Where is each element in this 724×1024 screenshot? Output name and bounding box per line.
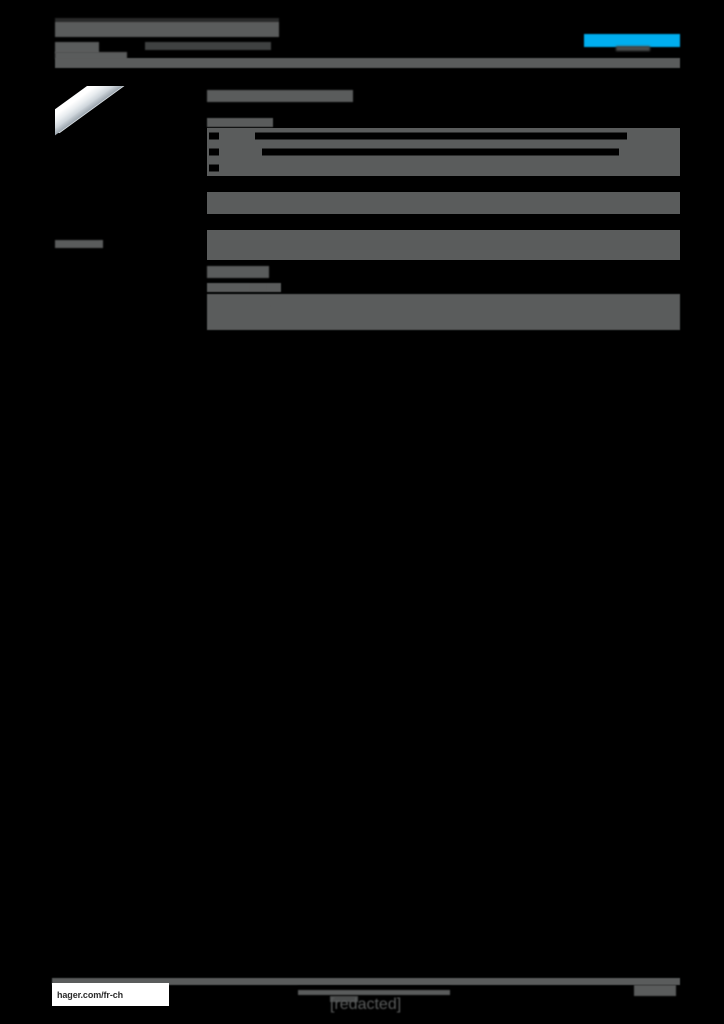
header-divider: [55, 58, 680, 68]
page-header: [redacted] [redacted] [redacted]: [55, 16, 680, 68]
footer-page-number: [redacted]: [634, 985, 676, 1000]
description-table: [redacted]: [207, 114, 680, 260]
hager-wordmark: hager: [584, 28, 680, 47]
page-footer: hager.com/fr-ch [redacted] [redacted] [r…: [48, 978, 680, 1013]
product-photo: [55, 86, 205, 212]
product-profile-body: [55, 86, 195, 134]
page-title: [redacted]: [55, 18, 279, 37]
logo-shadow: [616, 46, 650, 51]
hager-logo: hager: [584, 24, 680, 51]
characteristics-body: [redacted]: [207, 294, 680, 330]
product-photo-caption: [redacted]: [55, 240, 103, 248]
characteristics-heading: [redacted]: [207, 262, 269, 278]
table-row: [207, 230, 680, 260]
characteristics-sub-value: [redacted]: [249, 283, 267, 291]
footer-url-box[interactable]: hager.com/fr-ch: [52, 983, 169, 1006]
table-row: [207, 214, 680, 230]
footer-center-text-secondary: [redacted]: [330, 996, 402, 1013]
description-heading: [redacted]: [207, 86, 353, 102]
table-cell-value: [262, 148, 619, 156]
table-cell-key: [209, 180, 219, 188]
table-row: [207, 144, 680, 160]
page-subtitle-secondary: [redacted]: [145, 42, 271, 50]
footer-center-text: [redacted]: [298, 986, 450, 995]
page-subtitle: [redacted]: [55, 42, 99, 53]
table-row: [207, 192, 680, 214]
characteristics-sub-label: [redacted]: [207, 283, 281, 292]
table-row-header: [redacted]: [207, 114, 680, 128]
table-row: [207, 160, 680, 176]
table-cell-value: [255, 132, 627, 140]
table-header-label-text: [redacted]: [207, 118, 273, 127]
table-row: [207, 128, 680, 144]
characteristics-section: [redacted] [redacted] [redacted]: [207, 262, 680, 330]
table-cell-key: [209, 164, 219, 172]
table-row: [207, 176, 680, 192]
table-cell-key: [209, 148, 219, 156]
left-column: [redacted]: [55, 86, 195, 248]
table-cell-value: [255, 218, 655, 226]
description-section: [redacted] [redacted]: [207, 86, 680, 260]
table-row-header-label: [redacted]: [207, 114, 273, 131]
table-cell-key: [209, 218, 219, 226]
table-cell-key: [209, 132, 219, 140]
footer-divider: [52, 978, 680, 985]
footer-url[interactable]: hager.com/fr-ch: [57, 989, 124, 1000]
